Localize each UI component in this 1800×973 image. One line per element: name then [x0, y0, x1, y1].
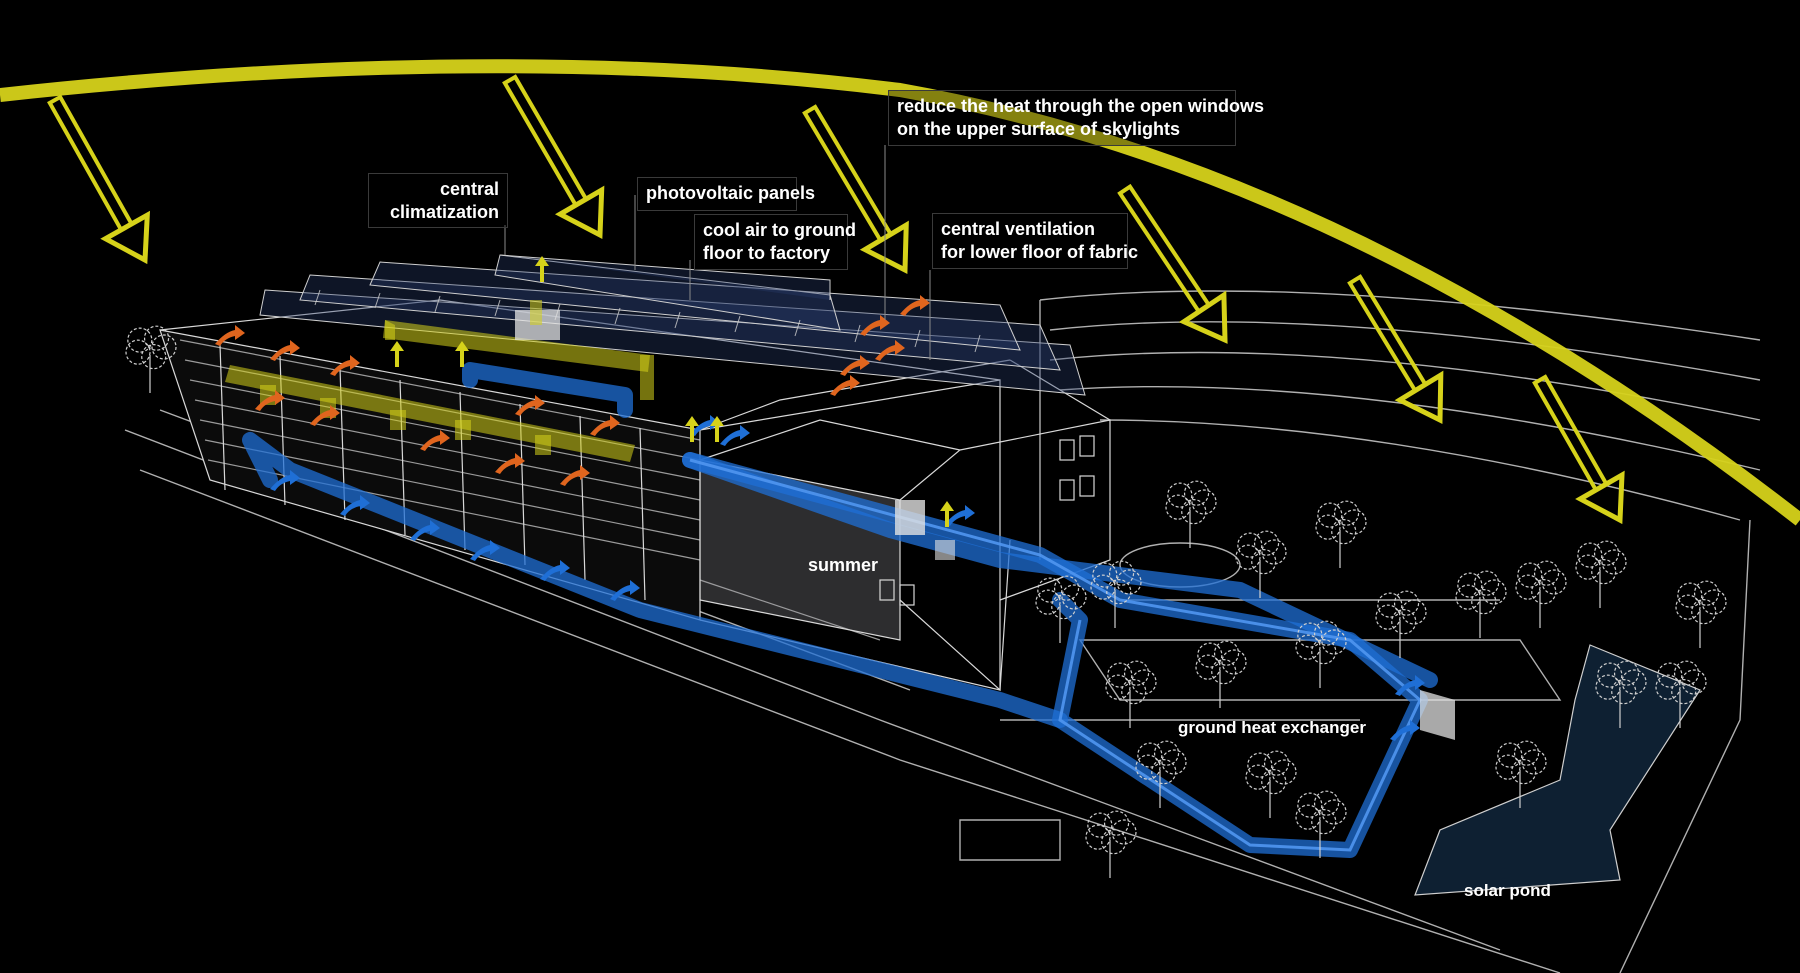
cool-air-arrow-icon — [690, 415, 720, 436]
solar-pond — [1414, 644, 1701, 896]
tree-icon — [1195, 640, 1247, 708]
tree-icon — [1595, 660, 1647, 728]
ventilation-unit-icon — [895, 500, 925, 535]
warm-air-arrow-icon — [515, 395, 545, 416]
cool-air-arrow-icon — [470, 540, 500, 561]
heat-exchanger-unit-icon — [1420, 690, 1455, 740]
warm-air-arrow-icon — [840, 355, 870, 376]
cool-air-arrow-icon — [945, 505, 975, 526]
central-climatization-line-1: central — [439, 179, 499, 199]
central-climatization-callout: central climatization — [368, 173, 508, 228]
tree-icon — [1375, 590, 1427, 658]
tree-icon — [1515, 560, 1567, 628]
ventilation-outlet-icon — [935, 540, 955, 560]
reduce-heat-line-1: reduce the heat through the open windows — [897, 96, 1265, 116]
ground-heat-exchanger-label: ground heat exchanger — [1178, 718, 1366, 737]
cool-air-arrow-icon — [685, 416, 699, 442]
warm-air-arrow-icon — [255, 390, 285, 411]
tree-icon — [1035, 575, 1087, 643]
tree-icon — [1315, 500, 1367, 568]
central-ventilation-line-2: for lower floor of fabric — [941, 242, 1139, 262]
warm-air-arrow-icon — [270, 340, 300, 361]
tree-icon — [1655, 660, 1707, 728]
trees — [125, 325, 1727, 878]
callout-leaders — [504, 145, 931, 360]
tree-icon — [1235, 530, 1287, 598]
central-climatization-line-2: climatization — [389, 202, 499, 222]
reduce-heat-callout: reduce the heat through the open windows… — [888, 90, 1265, 146]
cool-air-arrow-icon — [340, 495, 370, 516]
tree-icon — [1245, 750, 1297, 818]
photovoltaic-panels-callout: photovoltaic panels — [637, 177, 816, 211]
warm-air-arrow-icon — [310, 405, 340, 426]
reduce-heat-line-2: on the upper surface of skylights — [897, 119, 1181, 139]
tree-icon — [1105, 660, 1157, 728]
warm-air-arrow-icon — [495, 453, 525, 474]
cool-air-arrow-icon — [270, 470, 300, 491]
warm-air-arrow-icon — [875, 340, 905, 361]
photovoltaic-roof — [259, 254, 1086, 396]
tree-icon — [1295, 620, 1347, 688]
cool-air-arrow-icon — [540, 560, 570, 581]
tree-icon — [1090, 560, 1142, 628]
warm-air-arrow-icon — [590, 415, 620, 436]
tree-icon — [1295, 790, 1347, 858]
airflow-arrows — [215, 256, 1425, 741]
warm-air-arrow-icon — [330, 355, 360, 376]
cool-air-line-2: floor to factory — [703, 243, 831, 263]
cool-air-arrow-icon — [410, 520, 440, 541]
cool-air-arrow-icon — [610, 580, 640, 601]
cool-air-arrow-icon — [940, 501, 954, 527]
warm-air-arrow-icon — [420, 430, 450, 451]
season-label: summer — [808, 555, 879, 575]
sun-ray-arrow-icon — [1394, 370, 1444, 425]
sun-ray-arrow-icon — [554, 185, 605, 240]
warm-air-arrow-icon — [560, 465, 590, 486]
cool-air-callout: cool air to ground floor to factory — [694, 214, 856, 270]
warm-air-arrow-icon — [860, 315, 890, 336]
tree-icon — [1455, 570, 1507, 638]
cool-air-arrow-icon — [720, 425, 750, 446]
tree-icon — [1575, 540, 1627, 608]
sun-ray-arrow-icon — [1575, 470, 1625, 525]
tree-icon — [1495, 740, 1547, 808]
cool-air-arrow-icon — [390, 341, 404, 367]
central-ventilation-line-1: central ventilation — [941, 219, 1096, 239]
warm-air-arrow-icon — [830, 375, 860, 396]
cool-air-line-1: cool air to ground — [703, 220, 856, 240]
cool-air-arrow-icon — [455, 341, 469, 367]
cool-air-arrow-icon — [1395, 675, 1425, 696]
tree-icon — [1675, 580, 1727, 648]
cool-air-arrow-icon — [535, 256, 549, 282]
warm-air-arrow-icon — [900, 295, 930, 316]
sun-rays — [47, 74, 1625, 525]
tree-icon — [1085, 810, 1137, 878]
photovoltaic-panels-label: photovoltaic panels — [646, 183, 816, 203]
warm-air-arrow-icon — [215, 325, 245, 346]
cool-air-arrow-icon — [710, 416, 724, 442]
sun-ray-arrow-icon — [100, 210, 151, 265]
tree-icon — [1165, 480, 1217, 548]
sun-ray-arrow-icon — [1178, 290, 1228, 344]
solar-pond-label: solar pond — [1464, 881, 1551, 900]
central-ventilation-callout: central ventilation for lower floor of f… — [932, 213, 1139, 269]
tree-icon — [1135, 740, 1187, 808]
cool-air-arrow-icon — [1390, 720, 1420, 741]
tree-icon — [125, 325, 177, 393]
